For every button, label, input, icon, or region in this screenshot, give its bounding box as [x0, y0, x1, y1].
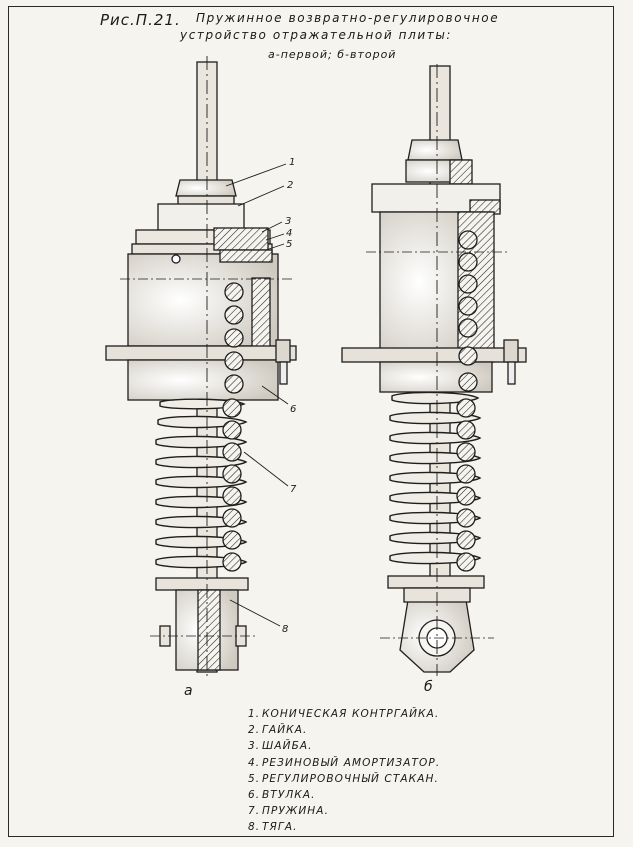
variant-b-label: б — [424, 679, 433, 695]
sheet-border — [8, 6, 614, 837]
legend-item-8: 8.ТЯГА. — [248, 821, 298, 834]
base-flange-a — [105, 345, 297, 361]
leader-lines — [225, 163, 289, 627]
legend-item-2: 2.ГАЙКА. — [248, 724, 308, 737]
legend-item-6: 6.ВТУЛКА. — [248, 788, 316, 801]
title-line-2: устройство отражательной плиты: — [180, 28, 453, 42]
legend-item-3: 3.ШАЙБА. — [248, 740, 313, 753]
title-line-3: а-первой; б-второй — [268, 48, 397, 61]
nut-b — [407, 139, 463, 161]
legend-item-4: 4.РЕЗИНОВЫЙ АМОРТИЗАТОР. — [248, 756, 441, 769]
callout-6: 6 — [290, 404, 296, 415]
figure-number: Рис.П.21. — [100, 11, 181, 29]
callout-7: 7 — [290, 484, 297, 495]
spring-a — [155, 398, 248, 569]
parts-legend: 1.КОНИЧЕСКАЯ КОНТРГАЙКА. 2.ГАЙКА. 3.ШАЙБ… — [248, 706, 440, 836]
base-flange-b — [341, 347, 527, 363]
title-line-1: Пружинное возвратно-регулировочное — [196, 11, 500, 25]
callout-4: 4 — [286, 228, 292, 239]
callout-1: 1 — [289, 157, 295, 168]
bottom-plate-a — [155, 577, 249, 591]
locknut-a — [175, 179, 237, 197]
legend-item-7: 7.ПРУЖИНА. — [248, 805, 330, 818]
callout-8: 8 — [282, 624, 288, 635]
assembly-b-drawing — [341, 64, 527, 676]
spring-sections-b — [456, 230, 478, 572]
callout-3: 3 — [285, 216, 291, 227]
variant-a-label: а — [184, 683, 193, 699]
callout-2: 2 — [287, 180, 293, 191]
legend-item-5: 5.РЕГУЛИРОВОЧНЫЙ СТАКАН. — [248, 772, 439, 785]
spring-sections-a — [222, 282, 244, 572]
callout-numbers: 1 2 3 4 5 6 7 8 — [282, 157, 297, 635]
legend-item-1: 1.КОНИЧЕСКАЯ КОНТРГАЙКА. — [248, 708, 440, 720]
assembly-a-drawing — [105, 56, 297, 680]
bottom-plate-b — [387, 575, 485, 589]
callout-5: 5 — [286, 239, 292, 250]
